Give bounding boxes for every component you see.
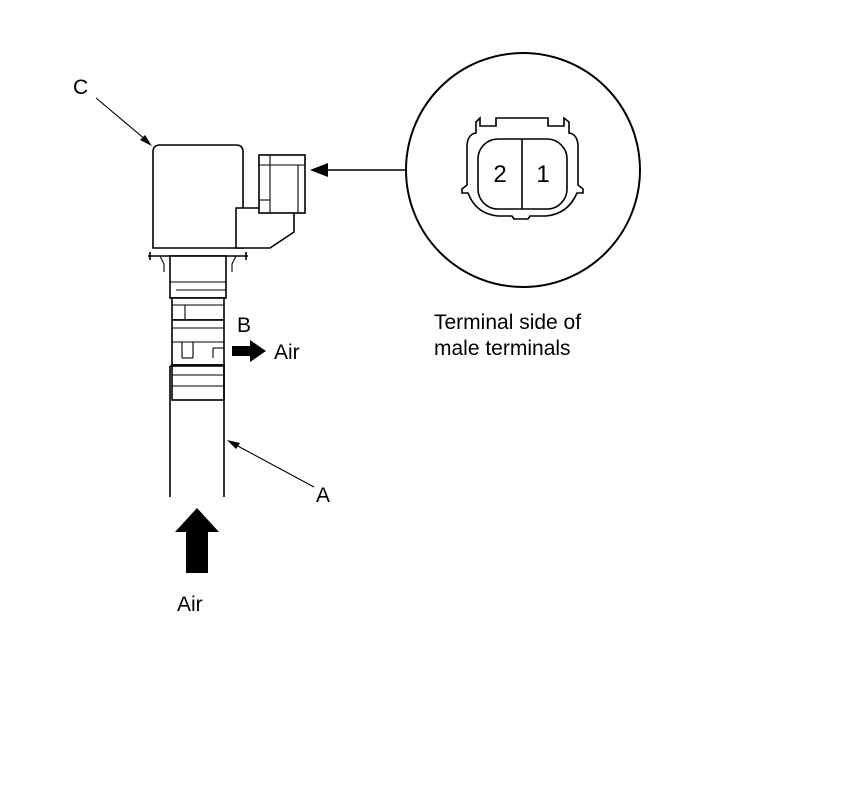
label-a: A xyxy=(316,484,330,507)
air-outlet-arrow xyxy=(232,340,266,362)
solenoid-head xyxy=(152,144,306,249)
valve-body xyxy=(169,255,227,401)
air-inlet-arrow xyxy=(175,508,219,573)
leader-c xyxy=(95,97,152,146)
connector-face xyxy=(461,116,584,220)
connector-detail-circle: 2 1 xyxy=(310,52,641,288)
label-c: C xyxy=(73,76,88,99)
caption-line-1: Terminal side of xyxy=(434,311,581,334)
terminal-2-label: 2 xyxy=(493,161,506,188)
terminal-1-label: 1 xyxy=(536,161,549,188)
label-air-inlet: Air xyxy=(177,593,203,616)
label-air-outlet: Air xyxy=(274,341,300,364)
label-b: B xyxy=(237,314,251,337)
air-supply-tube xyxy=(169,365,225,497)
caption-line-2: male terminals xyxy=(434,337,571,360)
leader-a xyxy=(227,440,315,488)
